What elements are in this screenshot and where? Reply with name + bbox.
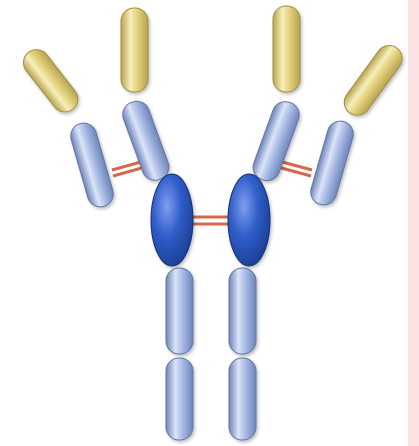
variable-tip-left-outer — [18, 44, 83, 117]
hinge-domain-left — [151, 174, 193, 266]
variable-tip-left-inner — [121, 8, 148, 92]
fc-segment-left-upper — [166, 268, 193, 354]
heavy-chain-right-upper — [249, 6, 302, 184]
variable-tip-right-outer — [339, 40, 407, 120]
light-chain-left — [18, 44, 116, 210]
constant-segment-left-outer — [68, 120, 117, 210]
heavy-chain-left-stem — [166, 268, 193, 440]
heavy-chain-right-stem — [229, 268, 256, 440]
fc-segment-left-lower — [166, 358, 193, 440]
heavy-chain-left-upper — [119, 8, 172, 184]
fc-segment-right-lower — [229, 358, 256, 440]
variable-tip-right-inner — [273, 6, 300, 92]
light-chain-right — [308, 40, 408, 208]
hinge-domain-right — [228, 174, 270, 266]
constant-segment-right-outer — [308, 118, 357, 208]
fc-segment-right-upper — [229, 268, 256, 354]
disulfide-bond-hinge — [189, 217, 233, 224]
